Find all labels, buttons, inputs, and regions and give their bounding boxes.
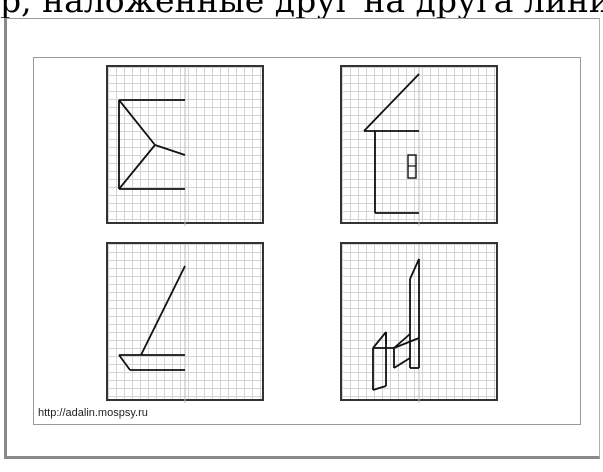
figure-line: [394, 334, 410, 348]
page-heading-fragment: р, наложенные друг на друга линии и: [0, 0, 603, 18]
figure-line: [119, 100, 155, 145]
figure-line: [394, 338, 419, 348]
figure-chair: [342, 244, 500, 403]
figure-line: [394, 358, 410, 368]
figure-line: [410, 259, 419, 279]
mast-line: [141, 266, 185, 355]
grid-panel-bottom-left: [106, 242, 264, 401]
figure-line: [155, 145, 185, 155]
grid-panel-top-left: [106, 65, 264, 224]
grid-panel-bottom-right: [340, 242, 498, 401]
grid-panel-top-right: [340, 65, 498, 224]
figure-line: [119, 145, 155, 189]
source-credit: http://adalin.mospsy.ru: [38, 407, 148, 419]
figure-sailboat: [108, 244, 266, 403]
hull-line: [119, 355, 130, 370]
figure-house: [342, 67, 500, 226]
figure-line: [373, 386, 386, 390]
roof-line: [364, 74, 419, 131]
figure-line: [373, 332, 386, 348]
figure-envelope: [108, 67, 266, 226]
